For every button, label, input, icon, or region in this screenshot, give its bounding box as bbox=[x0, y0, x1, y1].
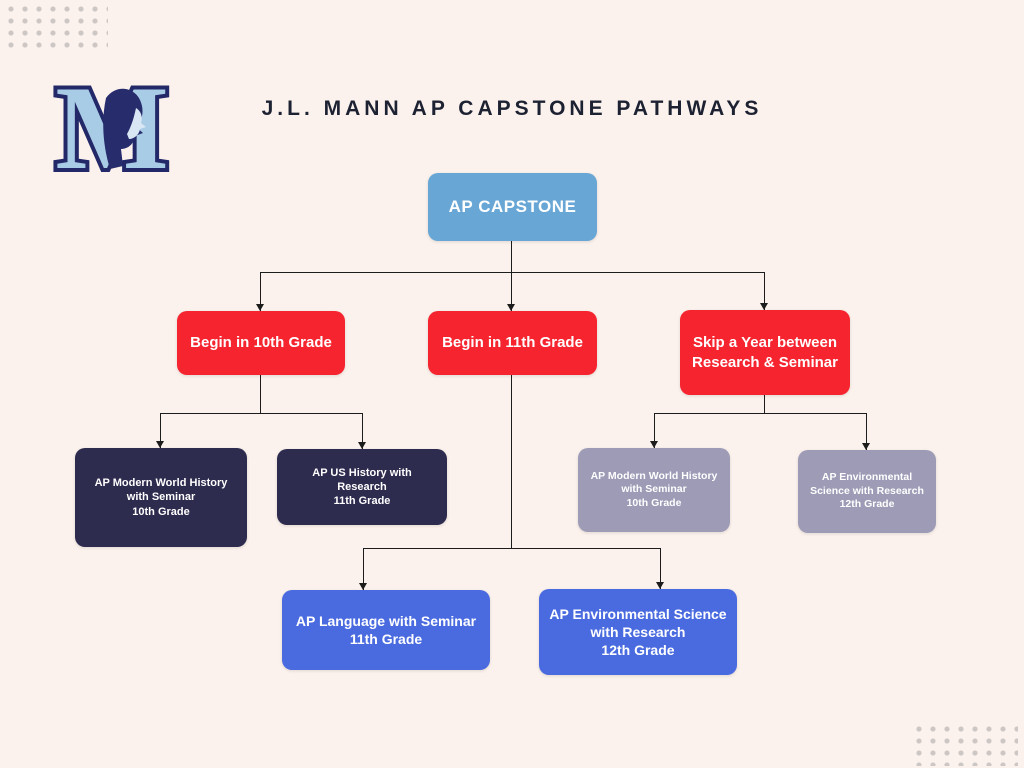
connector-line bbox=[511, 375, 512, 548]
node-skip-year: Skip a Year between Research & Seminar bbox=[680, 310, 850, 395]
node-grade: 10th Grade bbox=[626, 496, 682, 509]
node-label: AP Environmental Science with Research bbox=[549, 605, 727, 640]
node-label: AP Language with Seminar bbox=[295, 612, 477, 629]
arrowhead-icon bbox=[359, 583, 367, 590]
node-label: AP Modern World History with Seminar bbox=[590, 469, 718, 496]
page-title: J.L. MANN AP CAPSTONE PATHWAYS bbox=[261, 97, 763, 120]
connector-line bbox=[511, 272, 512, 311]
node-label: Begin in 11th Grade bbox=[442, 334, 583, 352]
connector-line bbox=[764, 395, 765, 413]
node-grade: 12th Grade bbox=[839, 498, 895, 511]
arrowhead-icon bbox=[256, 304, 264, 311]
node-label: AP CAPSTONE bbox=[448, 196, 577, 216]
dot-grid-decoration-top-left bbox=[8, 6, 108, 50]
arrowhead-icon bbox=[760, 303, 768, 310]
connector-line bbox=[160, 413, 363, 414]
connector-line bbox=[363, 548, 364, 590]
node-begin-10th-grade: Begin in 10th Grade bbox=[177, 311, 345, 375]
node-label: AP Environmental Science with Research bbox=[810, 471, 924, 497]
connector-line bbox=[260, 272, 261, 311]
node-ap-capstone: AP CAPSTONE bbox=[428, 173, 597, 241]
connector-line bbox=[362, 413, 363, 449]
node-environmental-science-research-12th-skip: AP Environmental Science with Research 1… bbox=[798, 450, 936, 533]
node-grade: 11th Grade bbox=[349, 631, 423, 647]
node-begin-11th-grade: Begin in 11th Grade bbox=[428, 311, 597, 375]
connector-line bbox=[160, 413, 161, 448]
node-grade: 10th Grade bbox=[132, 505, 190, 518]
school-logo: M bbox=[46, 57, 186, 198]
arrowhead-icon bbox=[862, 443, 870, 450]
connector-line bbox=[511, 241, 512, 272]
connector-line bbox=[764, 272, 765, 310]
node-label: Begin in 10th Grade bbox=[190, 334, 332, 352]
node-ap-language-seminar-11th: AP Language with Seminar 11th Grade bbox=[282, 590, 490, 670]
node-label: Skip a Year between Research & Seminar bbox=[692, 334, 838, 371]
connector-line bbox=[654, 413, 655, 448]
arrowhead-icon bbox=[656, 582, 664, 589]
connector-line bbox=[260, 272, 765, 273]
connector-line bbox=[866, 413, 867, 450]
node-grade: 11th Grade bbox=[333, 495, 391, 508]
node-us-history-research-11th: AP US History with Research 11th Grade bbox=[277, 449, 447, 525]
arrowhead-icon bbox=[358, 442, 366, 449]
node-environmental-science-research-12th: AP Environmental Science with Research 1… bbox=[539, 589, 737, 675]
node-modern-world-history-seminar-10th-skip: AP Modern World History with Seminar 10t… bbox=[578, 448, 730, 532]
connector-line bbox=[660, 548, 661, 589]
node-grade: 12th Grade bbox=[601, 642, 675, 659]
connector-line bbox=[654, 413, 867, 414]
arrowhead-icon bbox=[156, 441, 164, 448]
dot-grid-decoration-bottom-right bbox=[916, 726, 1018, 766]
arrowhead-icon bbox=[507, 304, 515, 311]
node-label: AP US History with Research bbox=[312, 466, 412, 493]
node-label: AP Modern World History with Seminar bbox=[94, 477, 228, 504]
node-modern-world-history-seminar-10th: AP Modern World History with Seminar 10t… bbox=[75, 448, 247, 547]
arrowhead-icon bbox=[650, 441, 658, 448]
m-letter-logo-icon: M bbox=[51, 57, 172, 198]
connector-line bbox=[260, 375, 261, 413]
connector-line bbox=[363, 548, 660, 549]
